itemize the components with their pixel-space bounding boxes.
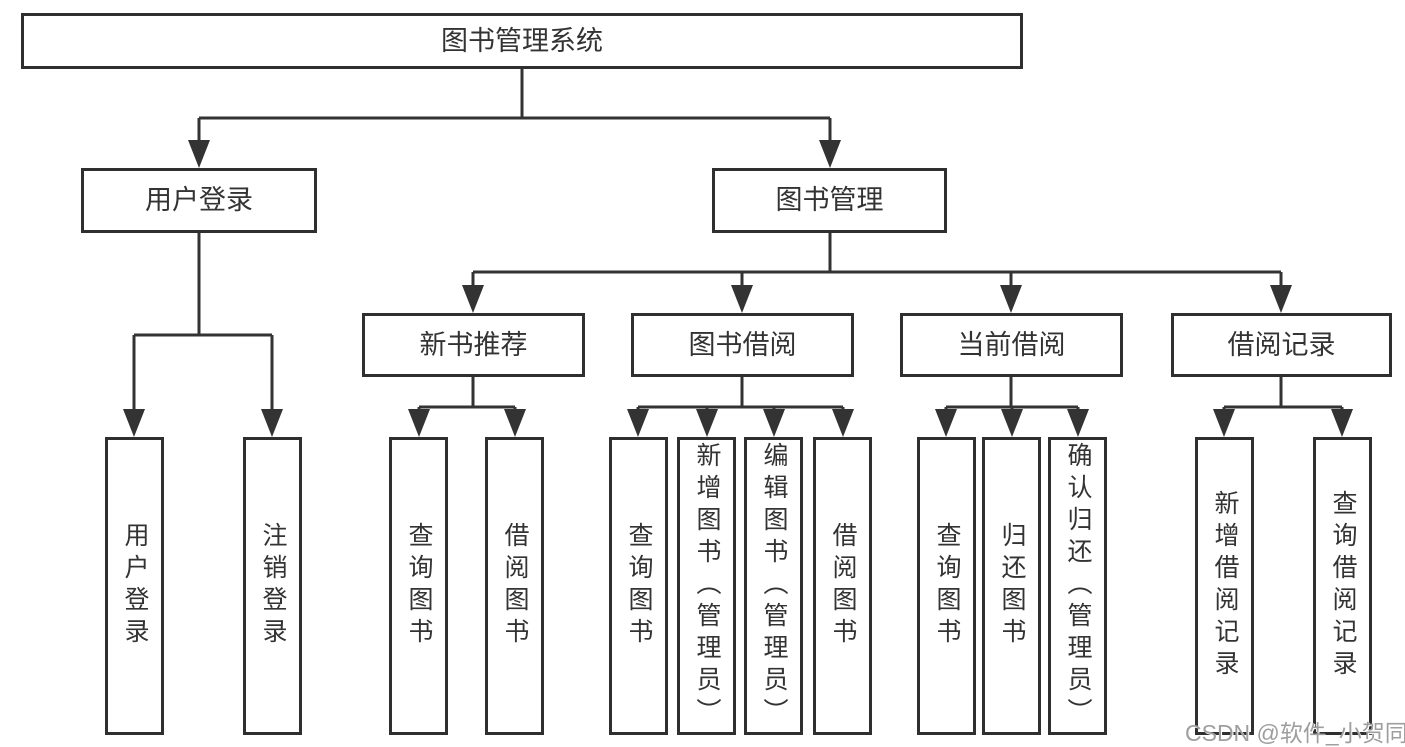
node-book-management: 图书管理 [712,168,947,233]
arrowhead-icon [1000,285,1022,313]
leaf-borrow-books: 借阅图书 [813,437,872,735]
connector-root-to-level2 [188,69,841,168]
arrowhead-icon [819,140,841,168]
arrowhead-icon [408,409,430,437]
node-book-borrow: 图书借阅 [631,313,854,377]
arrowhead-icon [832,409,854,437]
node-current-borrow: 当前借阅 [900,313,1123,377]
node-borrow-records: 借阅记录 [1171,313,1392,377]
arrowhead-icon [731,285,753,313]
arrowhead-icon [763,409,785,437]
arrowhead-icon [1067,409,1089,437]
arrowhead-icon [696,409,718,437]
arrowhead-icon [1213,409,1235,437]
arrowhead-icon [1001,409,1023,437]
connector-management-to-sections [462,233,1292,313]
arrowhead-icon [188,140,210,168]
node-new-book-recommend: 新书推荐 [362,313,585,377]
arrowhead-icon [462,285,484,313]
arrowhead-icon [504,409,526,437]
arrowhead-icon [261,409,283,437]
node-library-system: 图书管理系统 [21,13,1023,69]
leaf-edit-book-admin: 编辑图书（管理员） [744,437,803,735]
connector-newbook-to-leaves [408,377,526,437]
arrowhead-icon [1270,285,1292,313]
arrowhead-icon [627,409,649,437]
leaf-logout: 注销登录 [243,437,302,735]
arrowhead-icon [935,409,957,437]
leaf-add-book-admin: 新增图书（管理员） [677,437,736,735]
connector-login-to-leaves [123,233,283,437]
leaf-return-books: 归还图书 [982,437,1041,735]
arrowhead-icon [123,409,145,437]
leaf-add-borrow-record: 新增借阅记录 [1195,437,1254,735]
leaf-query-books-recommend: 查询图书 [389,437,448,735]
connector-current-to-leaves [935,377,1089,437]
watermark-text: CSDN @软件_小贺同学 [1185,720,1405,746]
connector-records-to-leaves [1213,377,1353,437]
leaf-borrow-books-recommend: 借阅图书 [485,437,544,735]
connector-borrow-to-leaves [627,377,854,437]
leaf-query-books-borrow: 查询图书 [609,437,668,735]
leaf-query-books-current: 查询图书 [917,437,976,735]
leaf-confirm-return-admin: 确认归还（管理员） [1048,437,1107,735]
leaf-user-login: 用户登录 [105,437,164,735]
leaf-query-borrow-record: 查询借阅记录 [1313,437,1372,735]
node-user-login: 用户登录 [81,168,317,233]
arrowhead-icon [1331,409,1353,437]
